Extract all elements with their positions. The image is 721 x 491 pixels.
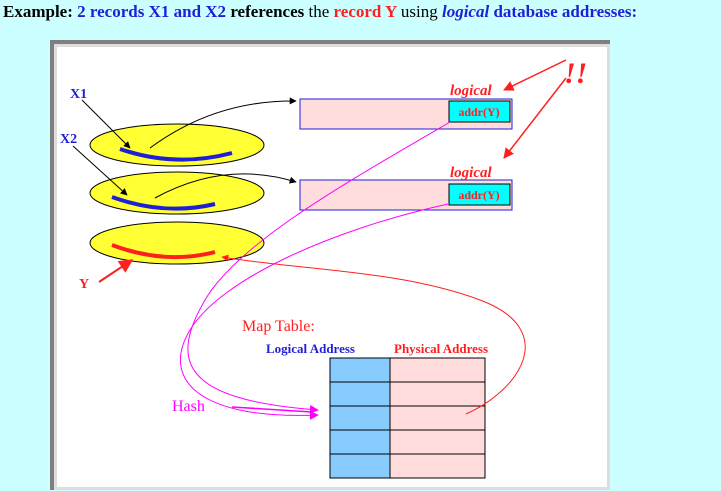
addr-y-cell-1 (448, 100, 511, 123)
hash-curve-2 (180, 203, 449, 420)
map-physical-cell (389, 429, 486, 455)
caption-prefix: Example: (3, 2, 73, 21)
caption: Example: 2 records X1 and X2 references … (3, 2, 637, 22)
exclaim-arrow-1 (503, 59, 567, 91)
x1-to-field-arrow (149, 97, 297, 149)
map-logical-cell (329, 357, 391, 383)
map-physical-cell (389, 453, 486, 479)
logical-label-1: logical (450, 83, 492, 99)
x2-to-field-arrow (154, 173, 297, 199)
map-physical-cell (389, 357, 486, 383)
caption-references: references (230, 2, 305, 21)
exclamation-marks: !! (564, 57, 587, 90)
caption-db-addresses: database addresses: (493, 2, 638, 21)
exclaim-arrow-2 (503, 77, 567, 159)
map-logical-cell (329, 381, 391, 407)
addr-y-cell-2 (448, 183, 511, 206)
x1-pointer-arrow (81, 99, 131, 149)
hash-label: Hash (172, 398, 205, 415)
map-logical-cell (329, 429, 391, 455)
map-physical-cell (389, 381, 486, 407)
map-physical-cell (389, 405, 486, 431)
record-y-stroke (111, 243, 216, 260)
caption-logical: logical (441, 2, 490, 21)
map-table (329, 357, 486, 479)
addr-y-text-2: addr(Y) (458, 188, 499, 202)
x2-pointer-arrow (72, 145, 128, 196)
map-col-physical-header: Physical Address (394, 341, 488, 356)
map-logical-cell (329, 405, 391, 431)
y-pointer-arrow (98, 259, 134, 283)
map-table-title: Map Table: (242, 318, 315, 335)
physical-to-record-y-curve (221, 254, 526, 415)
label-y: Y (79, 277, 89, 292)
logical-label-2: logical (450, 165, 492, 181)
caption-using: using (400, 2, 438, 21)
caption-record-y: record Y (333, 2, 397, 21)
label-x2: X2 (60, 132, 77, 147)
addr-y-text-1: addr(Y) (458, 105, 499, 119)
hash-pointer-line (231, 406, 313, 413)
map-logical-cell (329, 453, 391, 479)
caption-records: 2 records X1 and X2 (77, 2, 227, 21)
hash-curve-1 (187, 121, 451, 414)
map-col-logical-text: Logical Address (266, 341, 355, 356)
record-x2-stroke (111, 195, 216, 211)
label-x1: X1 (70, 87, 87, 102)
record-x1-stroke (119, 147, 233, 162)
caption-the: the (308, 2, 330, 21)
map-col-logical-header: Logical Address (266, 341, 355, 356)
